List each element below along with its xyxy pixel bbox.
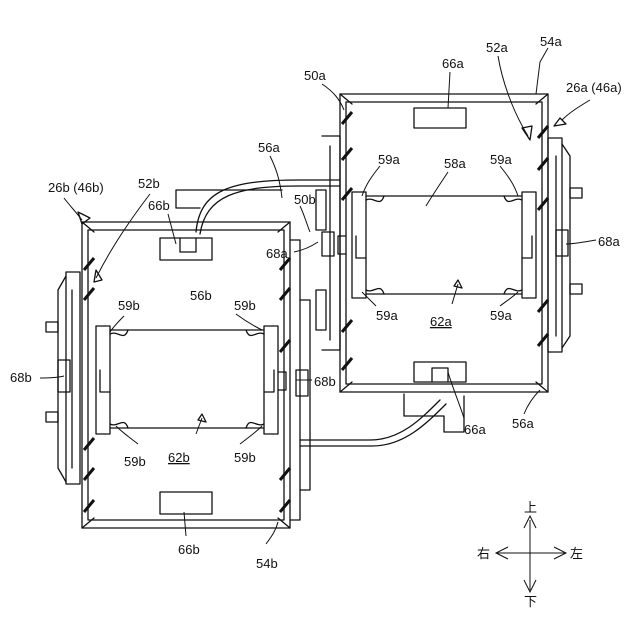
label-56a-top: 56a <box>258 140 280 155</box>
unit-b <box>46 222 310 528</box>
label-50b: 50b <box>294 192 316 207</box>
label-59b-tl: 59b <box>118 298 140 313</box>
label-59a-br: 59a <box>490 308 512 323</box>
label-62b: 62b <box>168 450 190 465</box>
label-59a-tr: 59a <box>490 152 512 167</box>
label-59a-tl: 59a <box>378 152 400 167</box>
label-66b-top: 66b <box>148 198 170 213</box>
label-59b-br: 59b <box>234 450 256 465</box>
label-59b-bl: 59b <box>124 454 146 469</box>
label-56b: 56b <box>190 288 212 303</box>
label-59b-tr: 59b <box>234 298 256 313</box>
connecting-bracket-bottom <box>300 394 464 446</box>
label-62a: 62a <box>430 314 452 329</box>
direction-down: 下 <box>524 595 537 610</box>
label-52b: 52b <box>138 176 160 191</box>
direction-indicator: 上 下 右 左 <box>477 501 583 610</box>
label-59a-bl: 59a <box>376 308 398 323</box>
unit-a <box>316 94 582 392</box>
label-68b-right: 68b <box>314 374 336 389</box>
label-68b-left: 68b <box>10 370 32 385</box>
label-58a: 58a <box>444 156 466 171</box>
label-54a: 54a <box>540 34 562 49</box>
direction-left: 左 <box>570 547 583 562</box>
label-54b: 54b <box>256 556 278 571</box>
direction-up: 上 <box>524 501 537 516</box>
label-26a: 26a (46a) <box>566 80 622 95</box>
label-26b: 26b (46b) <box>48 180 104 195</box>
label-50a: 50a <box>304 68 326 83</box>
label-66a-top: 66a <box>442 56 464 71</box>
label-52a: 52a <box>486 40 508 55</box>
direction-right: 右 <box>477 547 490 562</box>
label-66a-bottom: 66a <box>464 422 486 437</box>
label-68a-left: 68a <box>266 246 288 261</box>
label-68a-right: 68a <box>598 234 620 249</box>
label-66b-bottom: 66b <box>178 542 200 557</box>
label-56a-bottom: 56a <box>512 416 534 431</box>
leader-lines <box>40 48 596 544</box>
